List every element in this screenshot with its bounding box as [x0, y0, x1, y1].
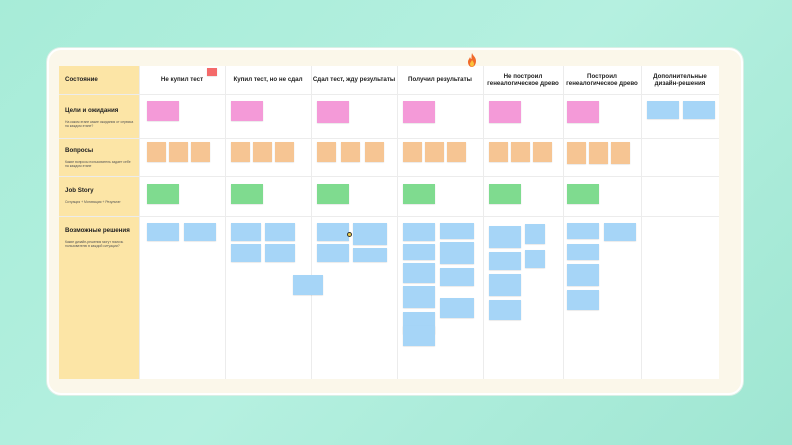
column-header-no-tree: Не построил генеалогическое древо [487, 72, 559, 87]
sticky-note[interactable] [403, 286, 435, 308]
sticky-note[interactable] [567, 290, 599, 310]
sticky-note[interactable] [403, 263, 435, 283]
sticky-note[interactable] [317, 142, 336, 162]
sticky-note[interactable] [567, 244, 599, 260]
sticky-note[interactable] [489, 101, 521, 123]
row-solutions: Возможные решения Какие дизайн-решения м… [65, 227, 135, 249]
sticky-note[interactable] [511, 142, 530, 162]
row-subtitle: Какие вопросы пользователь задает себе н… [65, 160, 131, 169]
sticky-note[interactable] [317, 223, 349, 241]
sticky-note[interactable] [489, 274, 521, 296]
sticky-note[interactable] [191, 142, 210, 162]
sticky-note[interactable] [489, 300, 521, 320]
sticky-note[interactable] [253, 142, 272, 162]
sticky-note[interactable] [275, 142, 294, 162]
sticky-note[interactable] [293, 275, 323, 295]
row-title: Вопросы [65, 147, 94, 154]
sticky-note[interactable] [440, 223, 474, 239]
sticky-note[interactable] [231, 184, 263, 204]
sticky-note[interactable] [567, 223, 599, 239]
reaction-icon [347, 232, 352, 237]
row-title: Цели и ожидания [65, 107, 119, 114]
row-subtitle: На каком этапе какие ожидания от сервиса… [65, 120, 134, 129]
sticky-note[interactable] [403, 142, 422, 162]
sticky-note[interactable] [533, 142, 552, 162]
row-subtitle: Какие дизайн-решения могут помочь пользо… [65, 240, 124, 249]
sticky-note[interactable] [231, 223, 261, 241]
sticky-note[interactable] [403, 326, 435, 346]
column-header-state: Состояние [65, 76, 98, 84]
column-header-built-tree: Построил генеалогическое древо [566, 72, 638, 87]
sticky-note[interactable] [440, 298, 474, 318]
column-header-extra: Дополнительные дизайн-решения [653, 72, 707, 87]
sticky-note[interactable] [231, 101, 263, 121]
sticky-note[interactable] [147, 223, 179, 241]
row-header-column [59, 66, 139, 379]
row-questions: Вопросы Какие вопросы пользователь задае… [65, 147, 135, 169]
sticky-note[interactable] [440, 242, 474, 264]
column-header-bought-not-passed: Купил тест, но не сдал [233, 76, 303, 84]
sticky-note[interactable] [440, 268, 474, 286]
sticky-note[interactable] [447, 142, 466, 162]
sticky-note[interactable] [567, 184, 599, 204]
sticky-note[interactable] [567, 264, 599, 286]
sticky-note[interactable] [403, 184, 435, 204]
sticky-note[interactable] [353, 248, 387, 262]
sticky-note[interactable] [184, 223, 216, 241]
sticky-note[interactable] [567, 142, 586, 164]
column-header-got-results: Получил результаты [408, 76, 472, 84]
row-job-story: Job Story Ситуация + Мотивация + Результ… [65, 187, 135, 204]
sticky-note[interactable] [425, 142, 444, 162]
cjm-board: Состояние Не купил тест Купил тест, но н… [59, 66, 719, 379]
sticky-note[interactable] [403, 223, 435, 241]
sticky-note[interactable] [489, 184, 521, 204]
fire-icon [468, 53, 476, 67]
sticky-note[interactable] [604, 223, 636, 241]
sticky-note[interactable] [147, 184, 179, 204]
sticky-note[interactable] [489, 226, 521, 248]
row-subtitle: Ситуация + Мотивация + Результат [65, 200, 121, 204]
sticky-note[interactable] [525, 250, 545, 268]
sticky-note[interactable] [489, 142, 508, 162]
sticky-note[interactable] [169, 142, 188, 162]
sticky-note[interactable] [147, 142, 166, 162]
sticky-note[interactable] [147, 101, 179, 121]
sticky-note[interactable] [353, 223, 387, 245]
sticky-note[interactable] [647, 101, 679, 119]
column-header-passed-waiting: Сдал тест, жду результаты [312, 76, 396, 84]
sticky-note[interactable] [525, 224, 545, 244]
sticky-note[interactable] [317, 101, 349, 123]
sticky-note[interactable] [403, 244, 435, 260]
sticky-note[interactable] [341, 142, 360, 162]
sticky-note[interactable] [265, 244, 295, 262]
sticky-note[interactable] [567, 101, 599, 123]
sticky-note[interactable] [489, 252, 521, 270]
sticky-note[interactable] [317, 244, 349, 262]
column-header-not-bought: Не купил тест [160, 76, 204, 84]
sticky-note[interactable] [365, 142, 384, 162]
row-title: Возможные решения [65, 227, 130, 234]
sticky-note[interactable] [611, 142, 630, 164]
sticky-note[interactable] [403, 101, 435, 123]
sticky-note[interactable] [231, 244, 261, 262]
sticky-note[interactable] [207, 68, 217, 76]
sticky-note[interactable] [265, 223, 295, 241]
sticky-note[interactable] [317, 184, 349, 204]
row-title: Job Story [65, 187, 94, 194]
row-goals: Цели и ожидания На каком этапе какие ожи… [65, 107, 135, 129]
sticky-note[interactable] [589, 142, 608, 164]
sticky-note[interactable] [231, 142, 250, 162]
sticky-note[interactable] [683, 101, 715, 119]
